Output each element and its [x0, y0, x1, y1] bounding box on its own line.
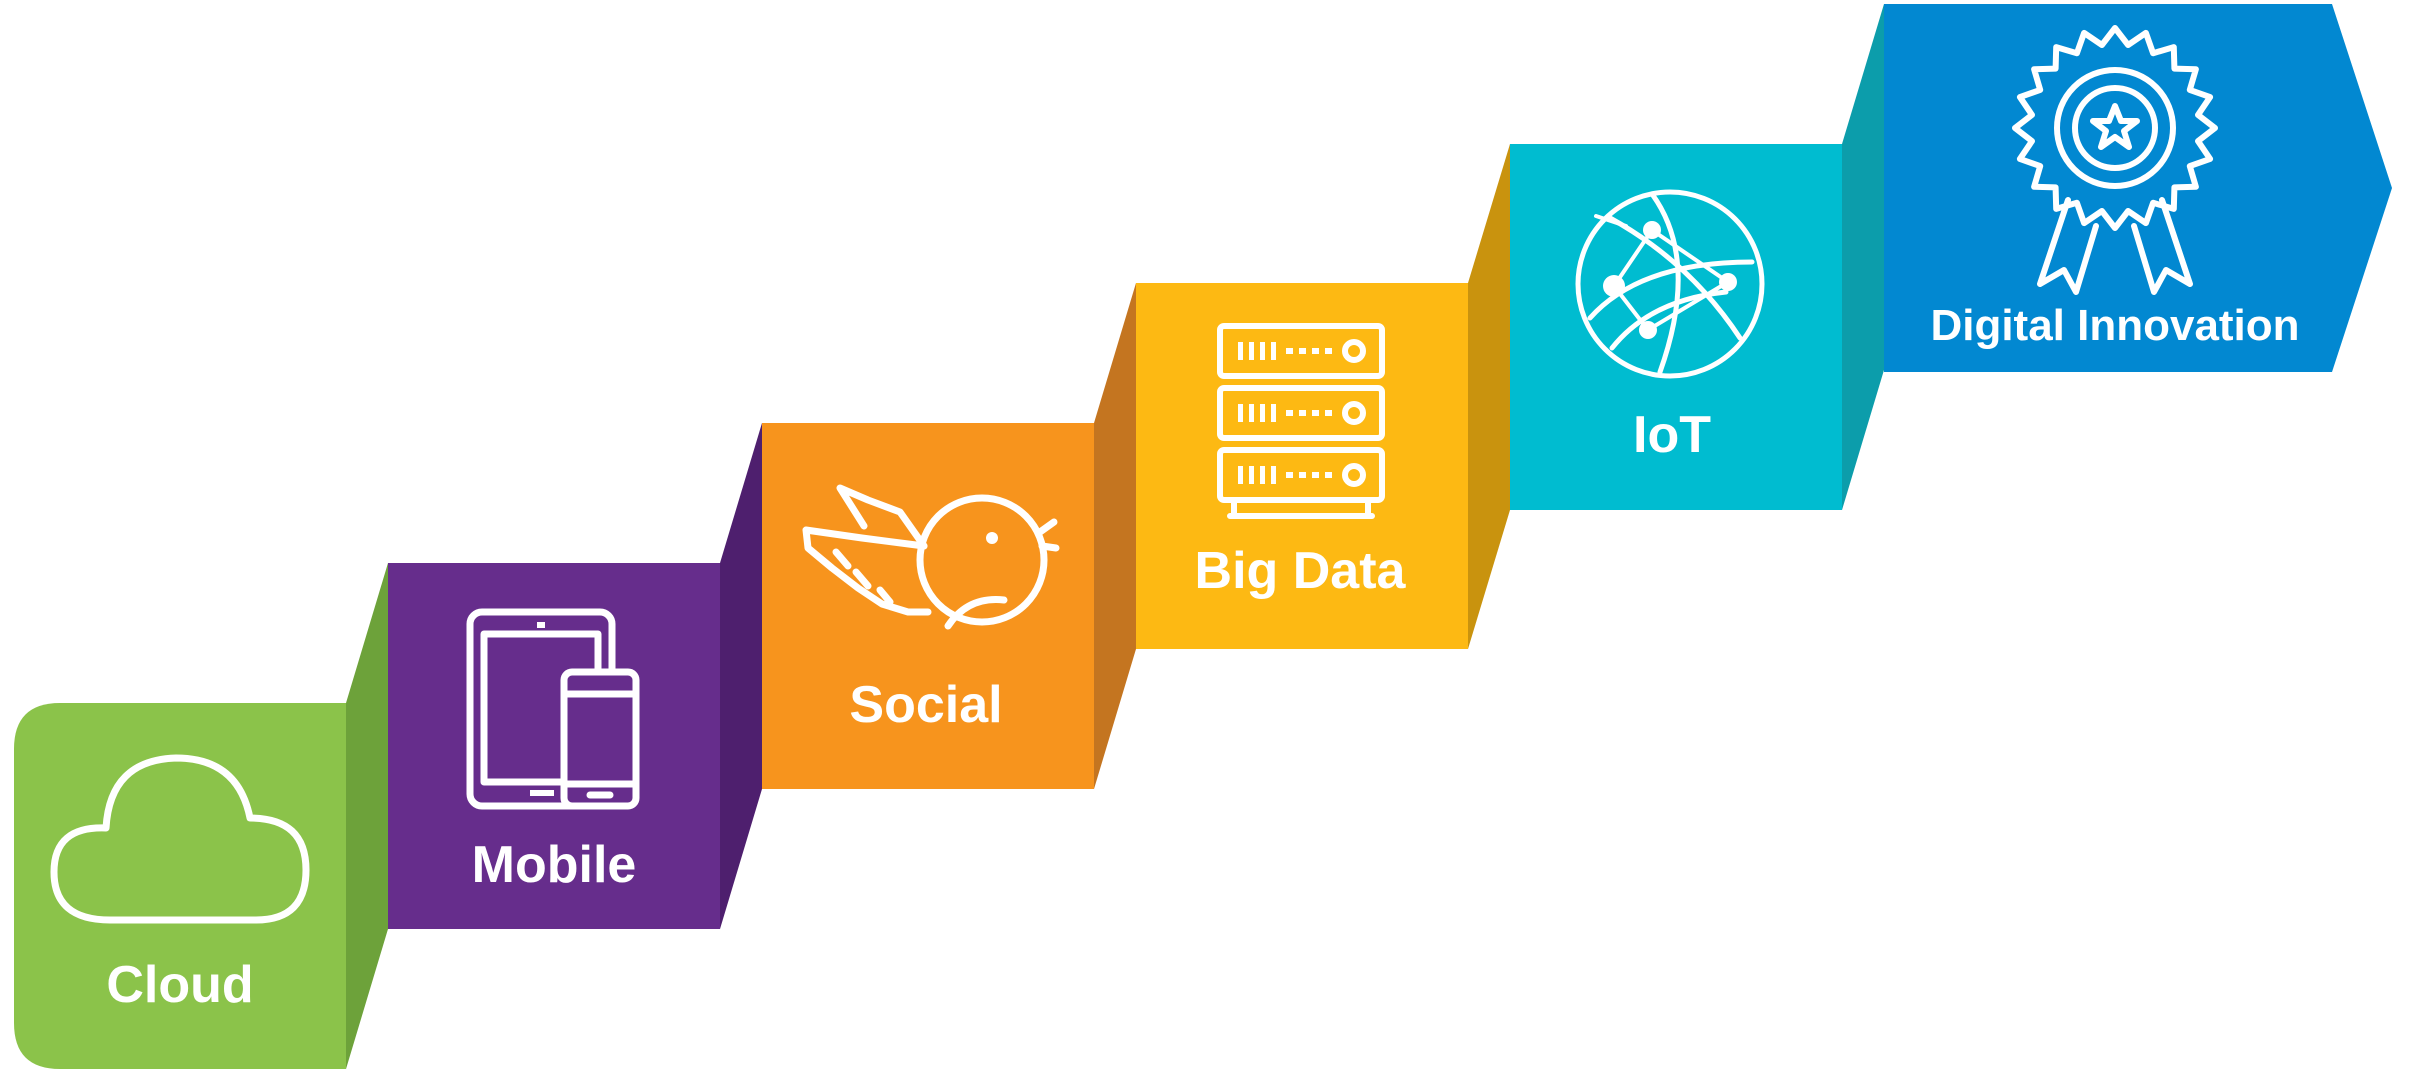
step-iot-fold — [1842, 4, 1884, 510]
server-rack-icon — [1217, 323, 1385, 519]
step-cloud — [14, 563, 388, 1069]
step-cloud-label: Cloud — [106, 956, 253, 1014]
cloud-icon — [50, 754, 310, 924]
step-social-block — [762, 423, 1094, 789]
step-big-data-label: Big Data — [1195, 542, 1407, 600]
step-social — [762, 283, 1136, 789]
step-social-fold — [1094, 283, 1136, 789]
step-iot-label: IoT — [1633, 406, 1711, 464]
step-big-data-block — [1136, 283, 1468, 649]
globe-network-icon — [1575, 189, 1765, 379]
step-big-data — [1136, 144, 1510, 649]
tablet-phone-icon — [466, 608, 640, 810]
step-mobile-block — [388, 563, 720, 929]
step-mobile — [388, 423, 762, 929]
step-iot — [1510, 4, 1884, 510]
step-digital-innovation-block — [1884, 4, 2392, 372]
step-cloud-block — [14, 703, 346, 1069]
step-digital-innovation — [1884, 4, 2392, 372]
step-mobile-label: Mobile — [472, 836, 637, 894]
award-ribbon-icon — [2012, 25, 2218, 295]
step-iot-block — [1510, 144, 1842, 510]
step-social-label: Social — [849, 676, 1002, 734]
bird-icon — [802, 484, 1060, 630]
step-mobile-fold — [720, 423, 762, 929]
step-digital-innovation-label: Digital Innovation — [1930, 301, 2299, 350]
step-cloud-fold — [346, 563, 388, 1069]
step-big-data-fold — [1468, 144, 1510, 649]
